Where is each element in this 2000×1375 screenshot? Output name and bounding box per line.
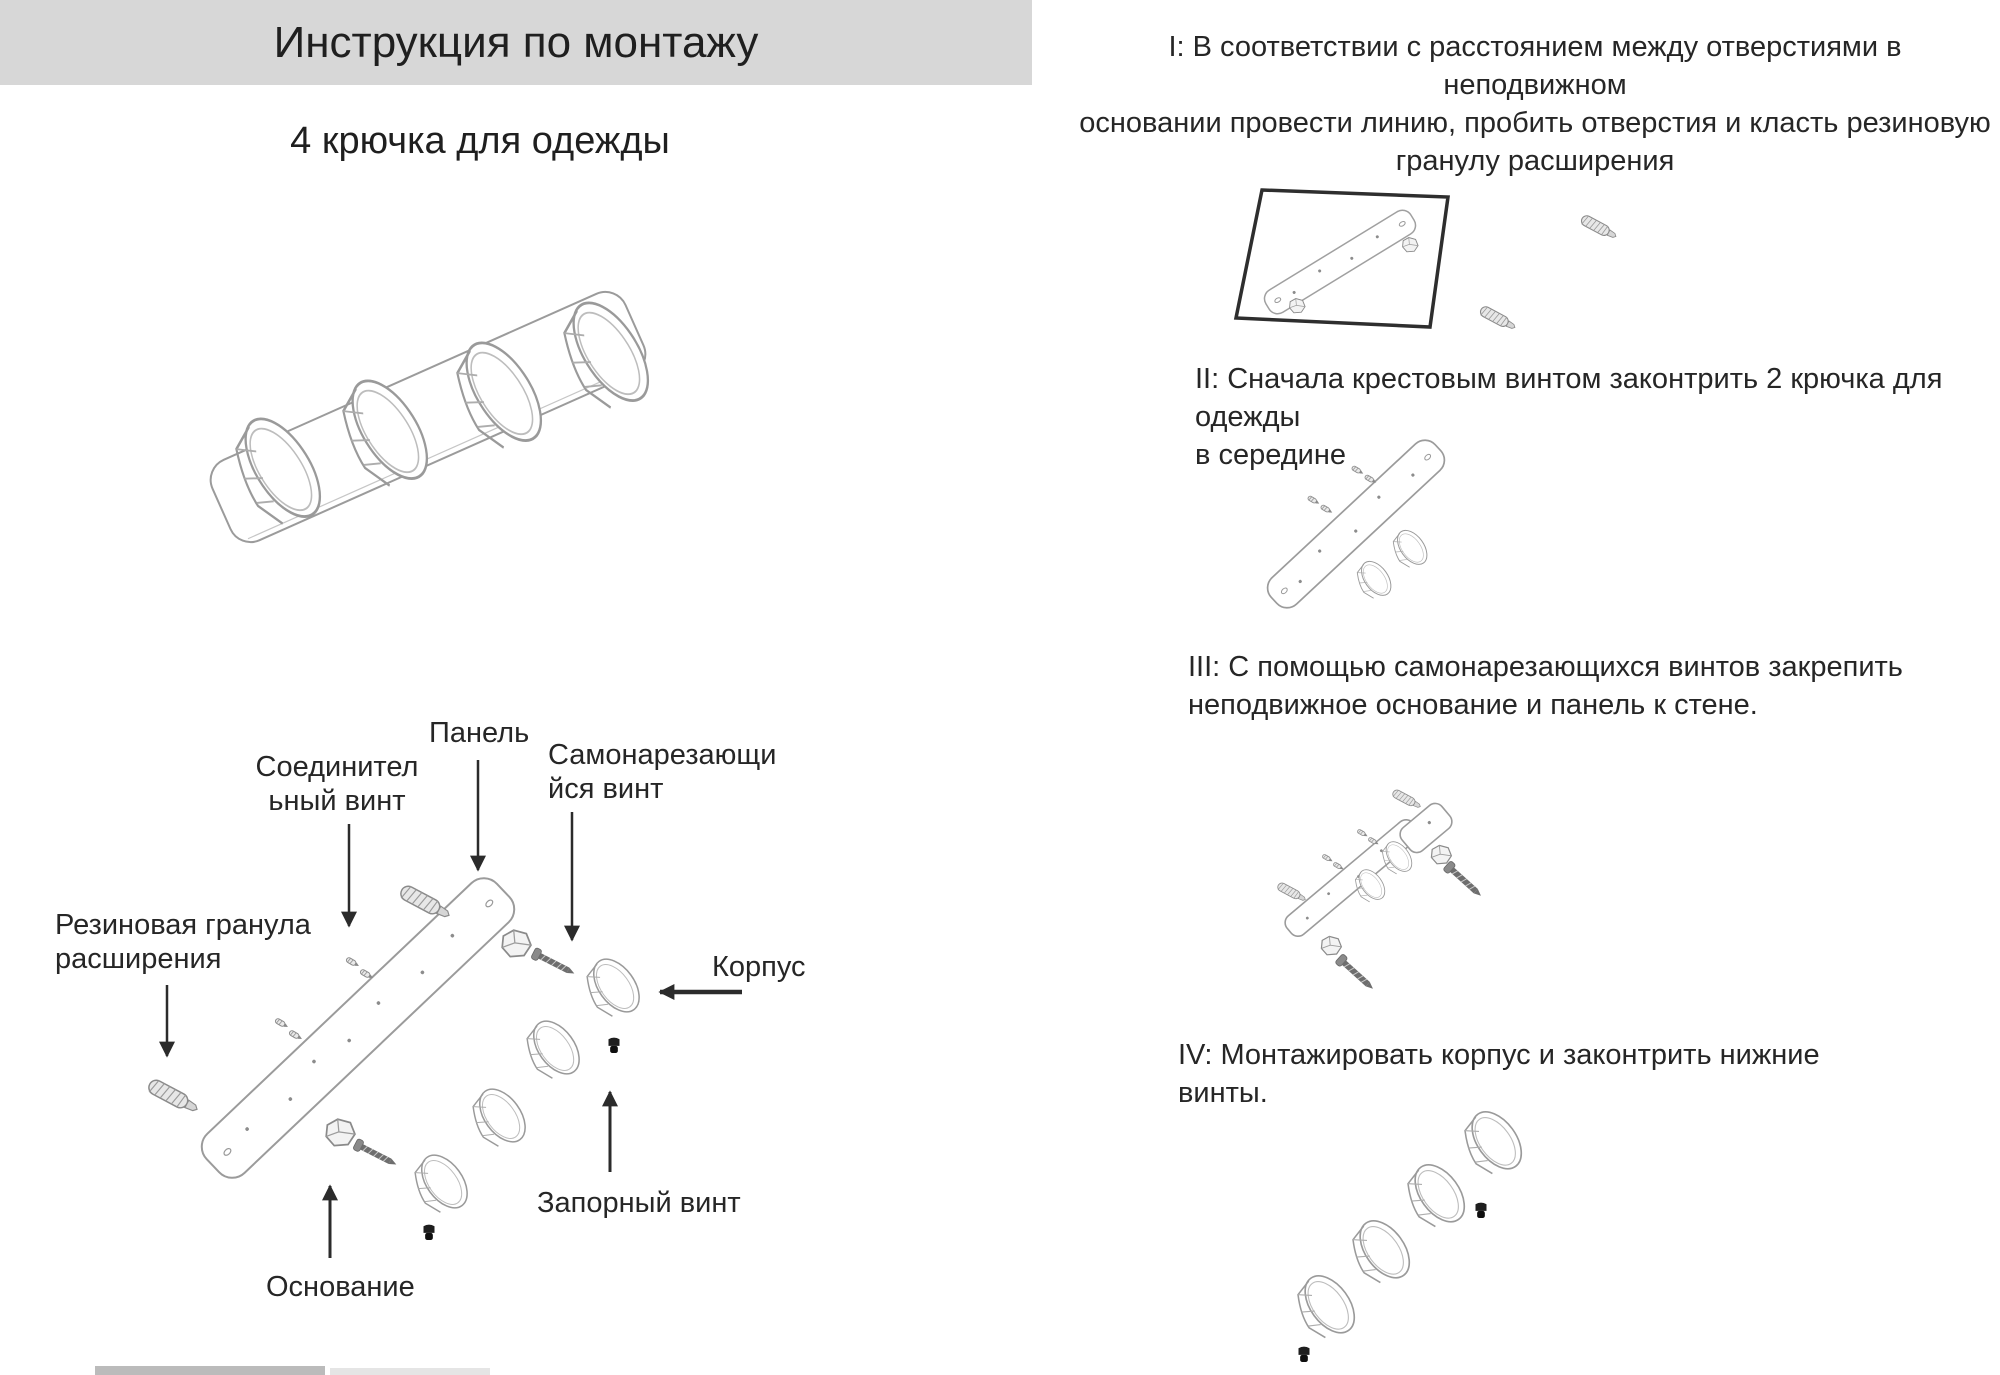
step-2-text: II: Сначала крестовым винтом законтрить … [1195,363,1943,471]
label-panel: Панель [429,717,530,749]
label-self-tapping-screw: Самонарезающи йся винт [548,739,777,805]
step1-diagram [1233,188,1619,333]
label-body: Корпус [712,951,806,983]
title-banner [0,0,1032,85]
label-locking-screw: Запорный винт [537,1187,741,1219]
product-drawing [209,277,671,544]
step-4-text: IV: Монтажировать корпус и законтрить ни… [1178,1039,1820,1109]
step3-diagram [1275,788,1486,994]
label-rubber-plug: Резиновая гранула расширения [55,909,311,975]
page-subtitle: 4 крючка для одежды [290,120,670,162]
label-connecting-screw: Соединител ьный винт [255,751,419,817]
label-arrows [159,760,742,1258]
scan-artifact [95,1366,490,1375]
label-base: Основание [266,1271,415,1303]
step2-diagram [1266,439,1446,609]
exploded-diagram [145,877,653,1241]
step4-diagram [1288,1095,1536,1363]
step-3-text: III: С помощью самонарезающихся винтов з… [1188,651,1903,721]
page-title: Инструкция по монтажу [273,18,759,67]
step-1-text: I: В соответствии с расстоянием между от… [1079,31,1991,177]
